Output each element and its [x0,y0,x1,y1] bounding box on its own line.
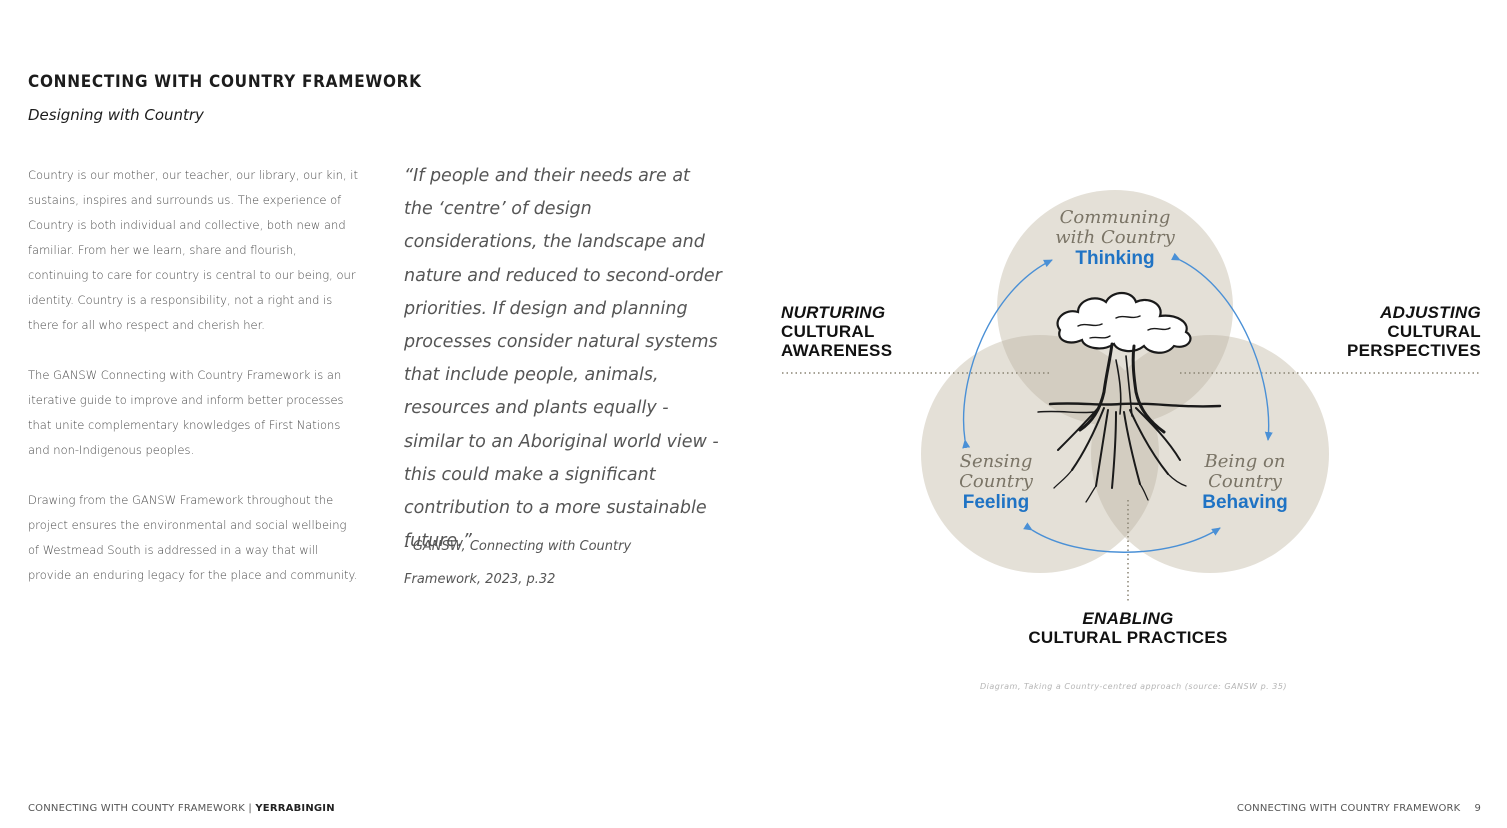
circle-right-keyword: Behaving [1202,492,1288,513]
arrow-thinking-behaving [1171,252,1273,441]
label-nurturing: NURTURING CULTURAL AWARENESS [781,303,892,360]
page-number: 9 [1474,803,1481,814]
page-title: CONNECTING WITH COUNTRY FRAMEWORK [28,72,422,92]
label-nurturing-line3: AWARENESS [781,341,893,360]
body-paragraph: The GANSW Connecting with Country Framew… [28,368,344,457]
label-adjusting-line2: CULTURAL [1387,322,1481,341]
attribution-line: - GANSW, Connecting with Country [404,539,632,554]
footer-project-name: YERRABINGIN [255,803,335,814]
circle-left-script2: Country [959,471,1033,492]
label-nurturing-line1: NURTURING [781,303,886,322]
label-enabling-line2: CULTURAL PRACTICES [1028,628,1228,647]
label-adjusting-line3: PERSPECTIVES [1347,341,1481,360]
diagram-graphic [782,190,1480,602]
page-subtitle: Designing with Country [28,106,204,124]
tree-icon [1037,291,1222,503]
label-nurturing-line2: CULTURAL [781,322,875,341]
label-enabling-line1: ENABLING [1082,609,1174,628]
footer-left-text: CONNECTING WITH COUNTY FRAMEWORK | [28,803,256,814]
label-enabling: ENABLING CULTURAL PRACTICES [1028,609,1228,647]
footer-left: CONNECTING WITH COUNTY FRAMEWORK | YERRA… [28,803,335,814]
circle-left-label: Sensing Country Feeling [936,452,1056,514]
country-centred-diagram: NURTURING CULTURAL AWARENESS ADJUSTING C… [760,170,1507,690]
circle-right-script1: Being on [1204,451,1286,472]
circle-top-script2: with Country [1055,227,1175,248]
body-paragraph: Drawing from the GANSW Framework through… [28,493,358,582]
label-adjusting: ADJUSTING CULTURAL PERSPECTIVES [1347,303,1481,360]
diagram-caption: Diagram, Taking a Country-centred approa… [980,682,1288,691]
attribution-line: Framework, 2023, p.32 [404,572,556,587]
label-adjusting-line1: ADJUSTING [1380,303,1481,322]
circle-left-script1: Sensing [959,451,1033,472]
pull-quote: “If people and their needs are at the ‘c… [404,166,722,552]
footer-right: CONNECTING WITH COUNTRY FRAMEWORK 9 [1237,803,1481,814]
circle-left-keyword: Feeling [962,492,1030,513]
footer-right-text: CONNECTING WITH COUNTRY FRAMEWORK [1236,803,1461,814]
arrow-feeling-thinking [962,259,1053,449]
circle-top-keyword: Thinking [1075,248,1155,269]
circle-right-script2: Country [1208,471,1282,492]
arrow-feeling-behaving [1023,522,1221,553]
circle-top-label: Communing with Country Thinking [1030,208,1200,270]
circle-right-label: Being on Country Behaving [1184,452,1306,514]
body-text: Country is our mother, our teacher, our … [28,163,358,613]
quote-attribution: - GANSW, Connecting with Country Framewo… [404,530,704,596]
body-paragraph: Country is our mother, our teacher, our … [28,168,358,332]
circle-top-script1: Communing [1059,207,1171,228]
